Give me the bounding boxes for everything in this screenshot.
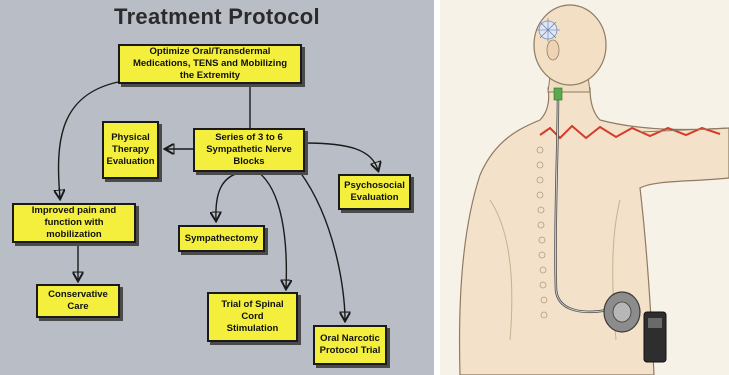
arrow-blocks-to-sympathectomy [216,172,244,220]
treatment-protocol-diagram: Treatment Protocol Optimize Oral/Transde… [0,0,434,375]
box-physical-therapy-evaluation: Physical Therapy Evaluation [102,121,159,179]
box-psychosocial-evaluation: Psychosocial Evaluation [338,174,411,210]
arrow-blocks-to-psychosocial [305,143,378,170]
torso-illustration [440,0,729,375]
box-oral-narcotic-protocol: Oral Narcotic Protocol Trial [313,325,387,365]
box-conservative-care: Conservative Care [36,284,120,318]
box-improved-pain-function: Improved pain and function with mobiliza… [12,203,136,243]
box-spinal-cord-stimulation: Trial of Spinal Cord Stimulation [207,292,298,342]
box-sympathectomy: Sympathectomy [178,225,265,252]
head [534,5,606,85]
box-sympathetic-nerve-blocks: Series of 3 to 6 Sympathetic Nerve Block… [193,128,305,172]
spinal-cord-stimulator-illustration [440,0,729,375]
box-optimize-medications: Optimize Oral/Transdermal Medications, T… [118,44,302,84]
